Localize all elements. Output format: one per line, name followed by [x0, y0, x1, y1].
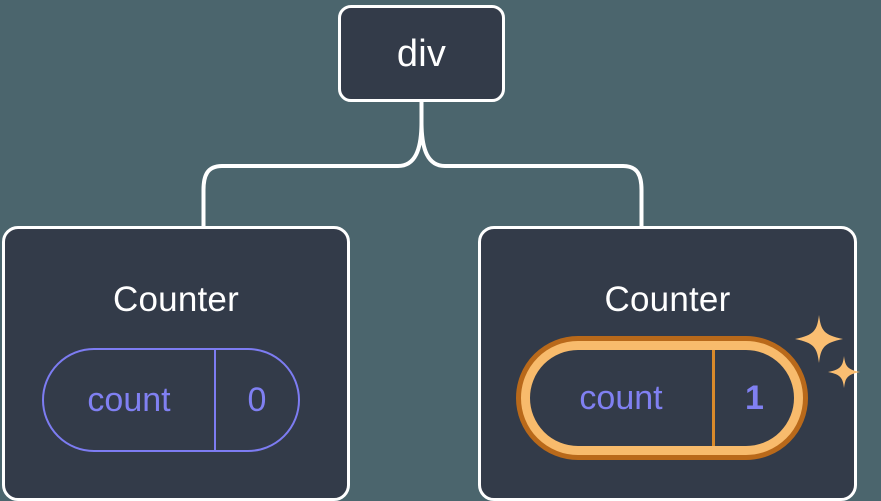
highlight-ring-inner: [521, 341, 803, 455]
state-pill-body: count 1: [530, 350, 794, 446]
node-div-label: div: [396, 32, 447, 75]
highlight-ring-outer: [516, 336, 808, 460]
sparkle-icon: [795, 315, 843, 363]
state-pill-count-left[interactable]: count 0: [42, 348, 300, 452]
state-key-label: count: [87, 381, 171, 419]
state-value-label: 0: [214, 350, 298, 450]
node-div[interactable]: div: [338, 5, 505, 102]
node-counter-right-title: Counter: [604, 280, 731, 319]
sparkle-group: [795, 315, 863, 393]
state-value-label: 1: [712, 350, 794, 446]
node-counter-left-title: Counter: [113, 280, 239, 319]
state-pill-body: count 0: [42, 348, 300, 452]
state-key-label: count: [579, 379, 663, 417]
sparkle-icon: [828, 356, 860, 388]
state-pill-count-right[interactable]: count 1: [516, 336, 808, 460]
